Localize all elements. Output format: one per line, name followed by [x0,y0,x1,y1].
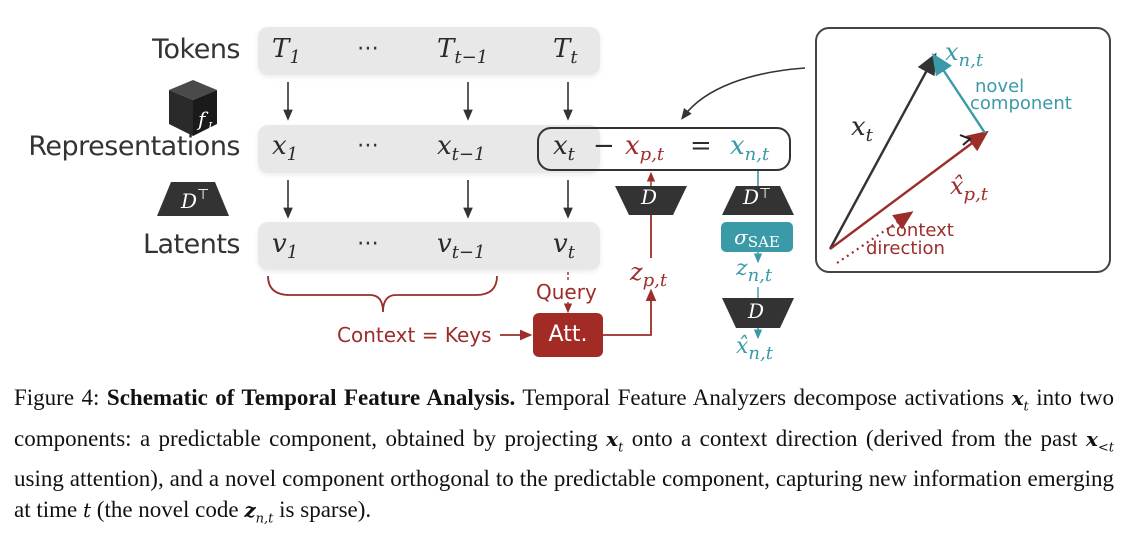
token-t: Tt [553,34,578,68]
novel-component-label: novel component [970,76,1072,114]
row-label-latents: Latents [142,229,241,260]
tokens-row [258,27,600,75]
token-dots: ⋯ [357,36,379,61]
row-label-tokens: Tokens [152,34,240,65]
arrow-att-zpt [603,288,657,336]
context-keys-label: Context = Keys [337,323,492,347]
z-predictable: zp,t [630,258,668,291]
rep-dots: ⋯ [357,133,379,158]
latent-1: v1 [272,229,299,263]
vector-panel [815,27,1111,273]
caption-title: Schematic of Temporal Feature Analysis. [106,385,516,410]
vector-x-hat-pt [829,130,989,250]
svg-text:D: D [180,189,197,213]
encoder-trapezoid-left: D ⊤ [157,182,229,216]
vector-context-direction [836,211,914,264]
connectors [267,67,806,341]
z-novel: zn,t [736,256,773,286]
latents-row [258,222,600,270]
vector-diagram [828,52,989,264]
right-angle-marker [959,134,972,146]
eq-x-t: xt [553,131,575,165]
latent-t-minus-1: vt−1 [437,229,486,263]
vector-x-nt [932,52,987,134]
eq-equals: = [690,131,712,161]
eq-x-nt: xn,t [730,131,770,165]
context-brace [267,275,498,313]
sae-activation-block: σSAE [721,222,793,252]
model-cube-icon: f L [163,78,221,138]
model-label-sub: L [207,120,215,133]
svg-text:⊤: ⊤ [197,187,209,203]
figure-caption: Figure 4: Schematic of Temporal Feature … [14,385,1115,527]
panel-x-hat-pt-label: x̂p,t [950,172,989,205]
decoder-trapezoid-predictable [615,186,687,215]
context-direction-label: context direction [866,220,954,259]
encoder-novel-label: D⊤ [743,185,772,209]
latent-t: vt [553,229,575,263]
query-label: Query [536,280,597,304]
encoder-trapezoid-novel [722,186,794,215]
latent-dots: ⋯ [357,231,379,256]
token-t-minus-1: Tt−1 [437,34,489,68]
arrow-panel-to-equation [681,67,806,120]
decoder-trapezoid-novel [722,298,794,328]
panel-x-nt-label: xn,t [945,38,984,71]
eq-x-pt: xp,t [625,131,665,165]
token-1: T1 [272,34,301,68]
decoder-novel-label: D [748,299,765,323]
rep-1: x1 [272,131,299,165]
vector-x-t [828,52,937,250]
caption-prefix: Figure 4: [14,385,100,410]
decomposition-equation-box [537,127,791,171]
eq-minus: − [593,131,615,161]
rep-t-minus-1: xt−1 [437,131,486,165]
attention-block: Att. [533,313,603,357]
x-hat-novel: x̂n,t [736,334,773,364]
row-label-representations: Representations [28,131,240,162]
decoder-predictable-label: D [641,185,658,209]
panel-x-t-label: xt [851,112,873,146]
